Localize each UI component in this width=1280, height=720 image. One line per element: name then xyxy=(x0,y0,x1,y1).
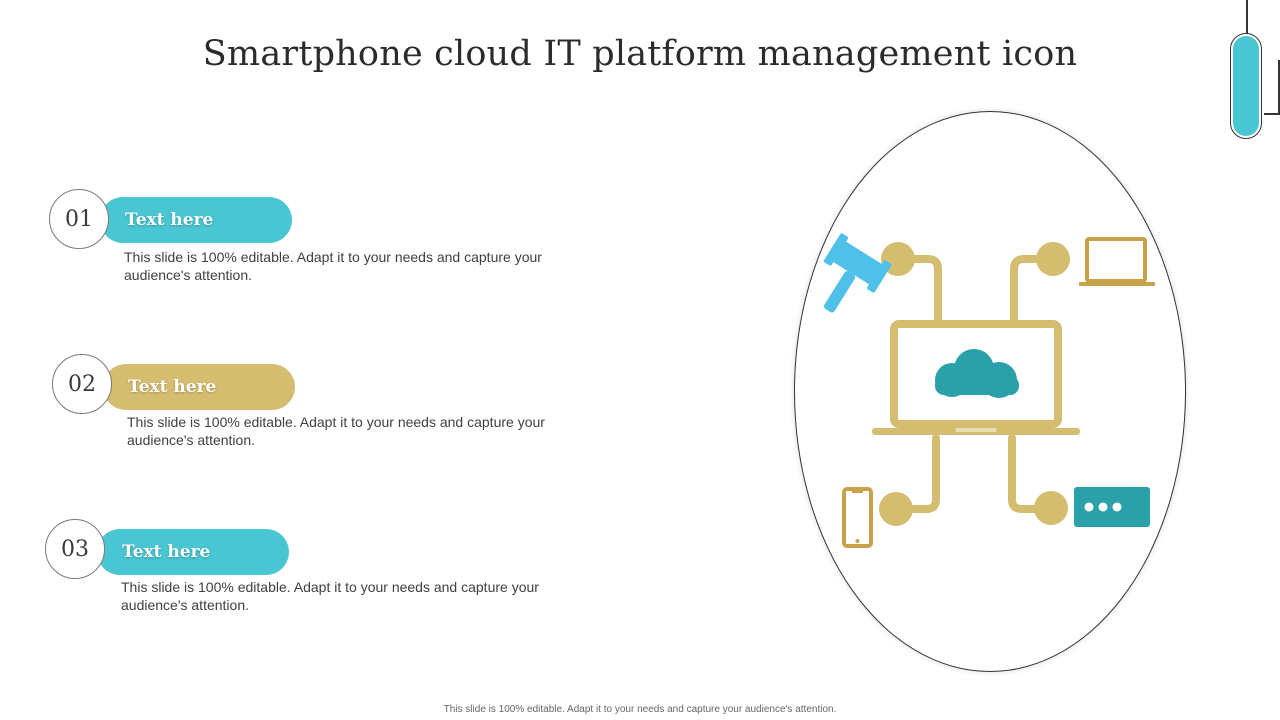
item-description: This slide is 100% editable. Adapt it to… xyxy=(121,579,539,613)
decor-line-right xyxy=(1264,113,1280,115)
node-dot xyxy=(1036,242,1070,276)
connector-lines xyxy=(893,255,1056,513)
laptop-icon xyxy=(1079,237,1155,286)
gavel-icon xyxy=(823,233,892,313)
item-number: 02 xyxy=(52,354,112,414)
chat-bubble-icon xyxy=(1074,487,1150,527)
node-dot xyxy=(879,492,913,526)
decor-pill-fill xyxy=(1233,36,1259,136)
smartphone-icon xyxy=(842,487,873,548)
decor-line-right-vertical xyxy=(1278,60,1280,114)
decor-pill-outline xyxy=(1230,33,1262,139)
item-label-pill[interactable]: Text here xyxy=(100,197,292,243)
item-label-pill[interactable]: Text here xyxy=(103,364,295,410)
cloud-icon xyxy=(935,349,1019,398)
item-description: This slide is 100% editable. Adapt it to… xyxy=(124,249,542,283)
decor-hanging-line xyxy=(1246,0,1248,34)
item-number: 01 xyxy=(49,189,109,249)
laptop-icon xyxy=(872,320,1080,435)
item-label-pill[interactable]: Text here xyxy=(97,529,289,575)
slide-title: Smartphone cloud IT platform management … xyxy=(202,34,1078,74)
item-number: 03 xyxy=(45,519,105,579)
footer-note: This slide is 100% editable. Adapt it to… xyxy=(443,704,837,715)
item-description: This slide is 100% editable. Adapt it to… xyxy=(127,414,545,448)
node-dot xyxy=(1034,491,1068,525)
